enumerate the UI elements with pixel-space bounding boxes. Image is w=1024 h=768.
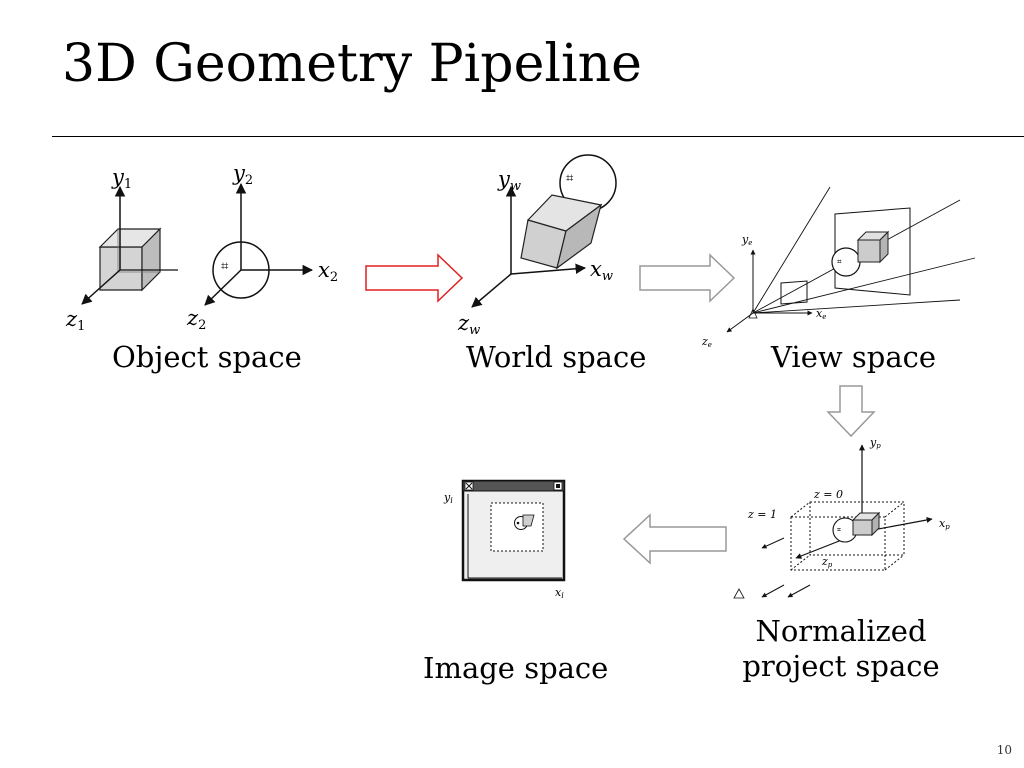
z1-label: z1 [65,307,85,334]
z1-label: z = 1 [747,508,777,521]
camera-icon [733,588,745,599]
window-titlebar [462,480,565,492]
caption-world-space: World space [466,340,647,374]
yw-label: yw [497,167,521,194]
camera-icon [748,308,758,319]
slide-title: 3D Geometry Pipeline [62,34,642,94]
zp-label: zp [821,555,833,569]
world-space-figure: ⌗ yw xw zw [457,154,617,338]
view-space-figure: ⌗ ye xe ze [701,186,976,349]
title-divider [52,136,1024,137]
arrow-normalized-to-image [622,513,727,565]
object-space-figure: y1 z1 ⌗ y2 x2 z2 [65,161,338,334]
ze-label: ze [701,335,712,349]
svg-text:⌗: ⌗ [837,526,841,534]
caption-view-space: View space [771,340,937,374]
z2-label: z2 [186,306,206,333]
xi-label: xi [555,586,564,600]
zw-axis [471,273,512,308]
caption-normalized-space: Normalized project space [741,614,941,684]
caption-normalized-line2: project space [742,648,940,683]
image-space-figure: yi xi [443,479,566,600]
caption-image-space: Image space [423,651,609,685]
normalized-space-figure: ⌗ z = 0 z = 1 yp xp zp [733,436,950,599]
z2-axis [204,269,242,306]
x2-label: x2 [318,258,338,285]
xw-label: xw [590,257,613,284]
caption-normalized-line1: Normalized [755,614,927,648]
z0-label: z = 0 [813,488,843,501]
cube-object [520,194,603,270]
xw-axis [510,263,587,275]
yi-label: yi [443,491,453,505]
caption-object-space: Object space [112,340,302,374]
yp-label: yp [869,436,881,450]
page-number: 10 [996,743,1012,757]
zw-label: zw [457,311,480,338]
y2-label: y2 [232,161,253,188]
cube-object [98,227,162,292]
sphere-origin-mark: ⌗ [221,259,229,274]
arrow-world-to-view [639,253,736,303]
svg-text:⌗: ⌗ [837,257,842,266]
sphere-origin-mark: ⌗ [566,171,574,186]
arrow-object-to-world [365,253,464,303]
arrow-view-to-normalized [826,385,876,438]
y1-label: y1 [111,165,132,192]
xe-label: xe [816,307,826,321]
z1-axis [81,269,121,305]
ye-label: ye [741,233,752,247]
xp-label: xp [939,517,950,531]
